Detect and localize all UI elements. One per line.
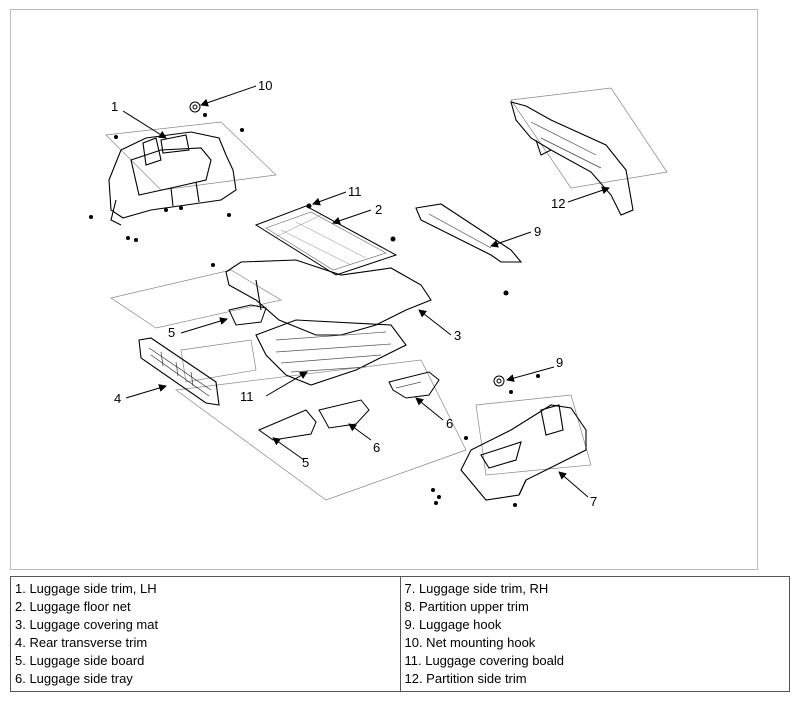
partition-side-trim bbox=[510, 101, 634, 216]
legend-column-right: 7. Luggage side trim, RH 8. Partition up… bbox=[399, 576, 790, 692]
partition-upper-trim bbox=[415, 203, 523, 296]
callout-5b: 5 bbox=[302, 455, 309, 470]
callout-labels: 1 2 3 4 5 5 6 6 7 9 9 10 11 11 12 bbox=[111, 78, 597, 509]
luggage-hook bbox=[493, 374, 540, 387]
legend-row: 1. Luggage side trim, LH 2. Luggage floo… bbox=[10, 576, 790, 692]
net-mounting-hook bbox=[189, 101, 207, 117]
callout-12: 12 bbox=[551, 196, 565, 211]
legend-item: 11. Luggage covering boald bbox=[404, 653, 565, 668]
callout-4: 4 bbox=[114, 391, 121, 406]
exploded-parts-diagram: 1 2 3 4 5 5 6 6 7 9 9 10 11 11 12 bbox=[10, 9, 758, 570]
rear-transverse-trim bbox=[138, 337, 220, 406]
callout-6a: 6 bbox=[446, 416, 453, 431]
legend-column-left: 1. Luggage side trim, LH 2. Luggage floo… bbox=[10, 576, 401, 692]
fasteners-lh bbox=[89, 128, 244, 267]
fasteners-rh bbox=[431, 390, 517, 507]
callout-2: 2 bbox=[375, 202, 382, 217]
diagram-drawing: 1 2 3 4 5 5 6 6 7 9 9 10 11 11 12 bbox=[89, 78, 668, 509]
legend-item: 1. Luggage side trim, LH bbox=[15, 581, 157, 596]
callout-10: 10 bbox=[258, 78, 272, 93]
callout-11b: 11 bbox=[240, 389, 254, 404]
legend-item: 2. Luggage floor net bbox=[15, 599, 131, 614]
callout-11a: 11 bbox=[348, 184, 362, 199]
callout-6b: 6 bbox=[373, 440, 380, 455]
luggage-side-board bbox=[228, 304, 317, 441]
leader-lines bbox=[122, 85, 610, 498]
luggage-floor-net bbox=[254, 203, 398, 276]
legend-item: 12. Partition side trim bbox=[404, 671, 527, 686]
legend-item: 10. Net mounting hook bbox=[404, 635, 536, 650]
luggage-covering-board bbox=[255, 319, 407, 386]
callout-1: 1 bbox=[111, 99, 118, 114]
legend-item: 7. Luggage side trim, RH bbox=[404, 581, 549, 596]
legend-item: 8. Partition upper trim bbox=[404, 599, 529, 614]
callout-9a: 9 bbox=[534, 224, 541, 239]
legend-item: 5. Luggage side board bbox=[15, 653, 145, 668]
luggage-side-trim-lh bbox=[108, 131, 237, 226]
luggage-side-tray bbox=[318, 371, 440, 429]
legend-item: 9. Luggage hook bbox=[404, 617, 502, 632]
luggage-side-trim-rh bbox=[460, 404, 587, 501]
callout-3: 3 bbox=[454, 328, 461, 343]
legend-item: 3. Luggage covering mat bbox=[15, 617, 159, 632]
parts-legend-table: 1. Luggage side trim, LH 2. Luggage floo… bbox=[10, 576, 790, 692]
callout-9b: 9 bbox=[556, 355, 563, 370]
callout-5a: 5 bbox=[168, 325, 175, 340]
legend-item: 6. Luggage side tray bbox=[15, 671, 133, 686]
callout-7: 7 bbox=[590, 494, 597, 509]
projection-lines bbox=[105, 87, 668, 501]
legend-item: 4. Rear transverse trim bbox=[15, 635, 148, 650]
luggage-covering-mat bbox=[225, 259, 432, 336]
